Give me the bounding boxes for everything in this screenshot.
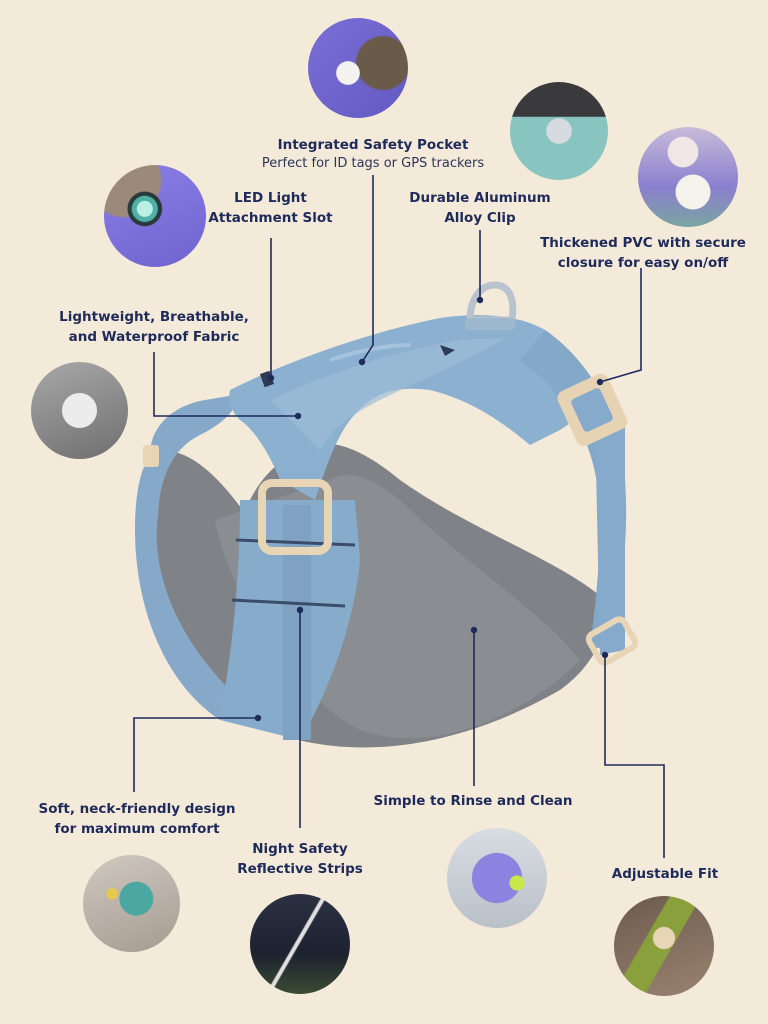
fabric-label: Lightweight, Breathable, and Waterproof … xyxy=(50,307,258,347)
chest-buckle xyxy=(258,479,332,555)
neck-buckle xyxy=(143,445,159,467)
neck-strap xyxy=(135,395,236,720)
pvc-closure-line1: Thickened PVC with secure xyxy=(540,235,746,251)
aluminum-clip-photo xyxy=(510,82,608,180)
neck-design-label: Soft, neck-friendly design for maximum c… xyxy=(22,799,252,839)
rinse-label: Simple to Rinse and Clean xyxy=(373,793,573,809)
back-panel xyxy=(229,315,601,500)
rinse-photo xyxy=(447,828,547,928)
safety-pocket-title: Integrated Safety Pocket xyxy=(277,137,469,153)
aluminum-clip-line1: Durable Aluminum xyxy=(409,190,551,206)
fabric-photo xyxy=(31,362,128,459)
reflective-line1: Night Safety xyxy=(252,841,348,857)
pvc-closure-line2: closure for easy on/off xyxy=(557,255,729,271)
pvc-closure-label: Thickened PVC with secure closure for ea… xyxy=(528,233,758,273)
adjustable-fit-photo xyxy=(614,896,714,996)
led-light-photo xyxy=(104,165,206,267)
fabric-line2: and Waterproof Fabric xyxy=(68,329,240,345)
aluminum-clip-label: Durable Aluminum Alloy Clip xyxy=(395,188,565,228)
led-slot-line2: Attachment Slot xyxy=(208,210,333,226)
adjustable-label: Adjustable Fit xyxy=(611,866,719,882)
reflective-line2: Reflective Strips xyxy=(237,861,363,877)
side-buckle xyxy=(557,373,628,446)
safety-pocket-photo xyxy=(308,18,408,118)
reflective-strip-photo xyxy=(250,894,350,994)
pvc-buckle-photo xyxy=(638,127,738,227)
safety-pocket-subtitle: Perfect for ID tags or GPS trackers xyxy=(261,156,485,171)
aluminum-d-ring xyxy=(466,281,517,324)
fabric-line1: Lightweight, Breathable, xyxy=(59,309,249,325)
led-slot-label: LED Light Attachment Slot xyxy=(188,188,353,228)
neck-design-photo xyxy=(83,855,180,952)
aluminum-clip-line2: Alloy Clip xyxy=(444,210,516,226)
reflective-label: Night Safety Reflective Strips xyxy=(225,839,375,879)
neck-design-line1: Soft, neck-friendly design xyxy=(38,801,236,817)
girth-buckle xyxy=(585,616,639,666)
led-slot-line1: LED Light xyxy=(234,190,307,206)
neck-design-line2: for maximum comfort xyxy=(54,821,220,837)
leader-dots xyxy=(254,296,609,722)
leader-lines xyxy=(133,175,665,858)
